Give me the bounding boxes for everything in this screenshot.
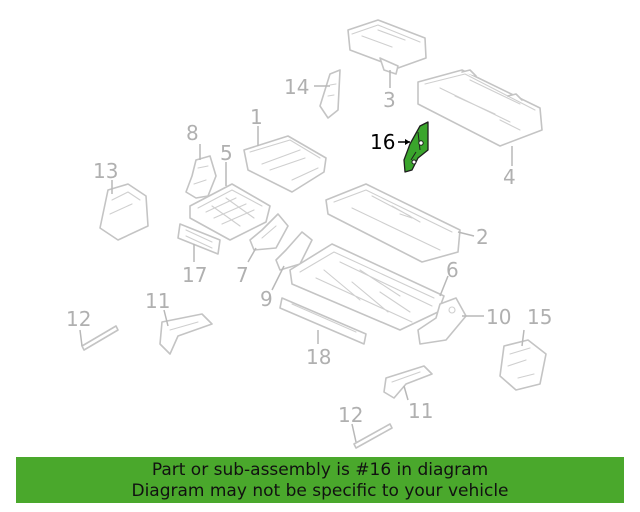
part-13-side-cover[interactable] bbox=[99, 183, 149, 241]
callout-11-left[interactable]: 11 bbox=[145, 289, 170, 313]
part-12-rod-lower[interactable] bbox=[353, 423, 393, 449]
part-15-side-cover[interactable] bbox=[499, 339, 547, 391]
callout-12-left[interactable]: 12 bbox=[66, 307, 91, 331]
parts-diagram: 14 3 16 4 1 8 5 13 2 17 7 9 6 10 15 11 1… bbox=[66, 19, 552, 449]
part-18-strip[interactable] bbox=[279, 297, 367, 345]
leader-lines bbox=[79, 70, 525, 443]
part-3-rear-cushion-upper[interactable] bbox=[347, 19, 427, 75]
notice-banner: Part or sub-assembly is #16 in diagram D… bbox=[16, 457, 624, 503]
callout-2[interactable]: 2 bbox=[476, 225, 489, 249]
callout-7[interactable]: 7 bbox=[236, 263, 249, 287]
callout-4[interactable]: 4 bbox=[503, 165, 516, 189]
part-11-bracket-left[interactable] bbox=[159, 313, 213, 355]
callout-16[interactable]: 16 bbox=[370, 130, 395, 154]
part-7-hinge[interactable] bbox=[249, 213, 289, 251]
part-16-highlighted[interactable] bbox=[403, 121, 429, 173]
callout-8[interactable]: 8 bbox=[186, 121, 199, 145]
callout-10[interactable]: 10 bbox=[486, 305, 511, 329]
part-1-front-cushion[interactable] bbox=[243, 135, 327, 193]
banner-line-2: Diagram may not be specific to your vehi… bbox=[131, 481, 509, 501]
part-5-front-frame[interactable] bbox=[189, 183, 271, 241]
part-12-rod-left[interactable] bbox=[81, 325, 119, 351]
callout-6[interactable]: 6 bbox=[446, 258, 459, 282]
callout-labels: 14 3 16 4 1 8 5 13 2 17 7 9 6 10 15 11 1… bbox=[66, 75, 552, 427]
callout-3[interactable]: 3 bbox=[383, 88, 396, 112]
part-6-rear-frame[interactable] bbox=[289, 243, 445, 331]
callout-14[interactable]: 14 bbox=[284, 75, 309, 99]
callout-1[interactable]: 1 bbox=[250, 105, 263, 129]
callout-9[interactable]: 9 bbox=[260, 287, 273, 311]
part-11-bracket-lower[interactable] bbox=[383, 365, 433, 399]
banner-line-1: Part or sub-assembly is #16 in diagram bbox=[151, 460, 489, 480]
callout-5[interactable]: 5 bbox=[220, 141, 233, 165]
callout-15[interactable]: 15 bbox=[527, 305, 552, 329]
part-17-plate[interactable] bbox=[177, 223, 221, 255]
part-2-rear-cushion[interactable] bbox=[325, 183, 461, 263]
part-10-hinge[interactable] bbox=[417, 297, 467, 345]
callout-13[interactable]: 13 bbox=[93, 159, 118, 183]
callout-12-lower[interactable]: 12 bbox=[338, 403, 363, 427]
part-4-rear-cushion-right[interactable] bbox=[417, 69, 543, 147]
part-14-bracket[interactable] bbox=[319, 69, 341, 119]
callout-18[interactable]: 18 bbox=[306, 345, 331, 369]
part-8-hinge[interactable] bbox=[185, 155, 217, 199]
callout-11-lower[interactable]: 11 bbox=[408, 399, 433, 423]
callout-17[interactable]: 17 bbox=[182, 263, 207, 287]
